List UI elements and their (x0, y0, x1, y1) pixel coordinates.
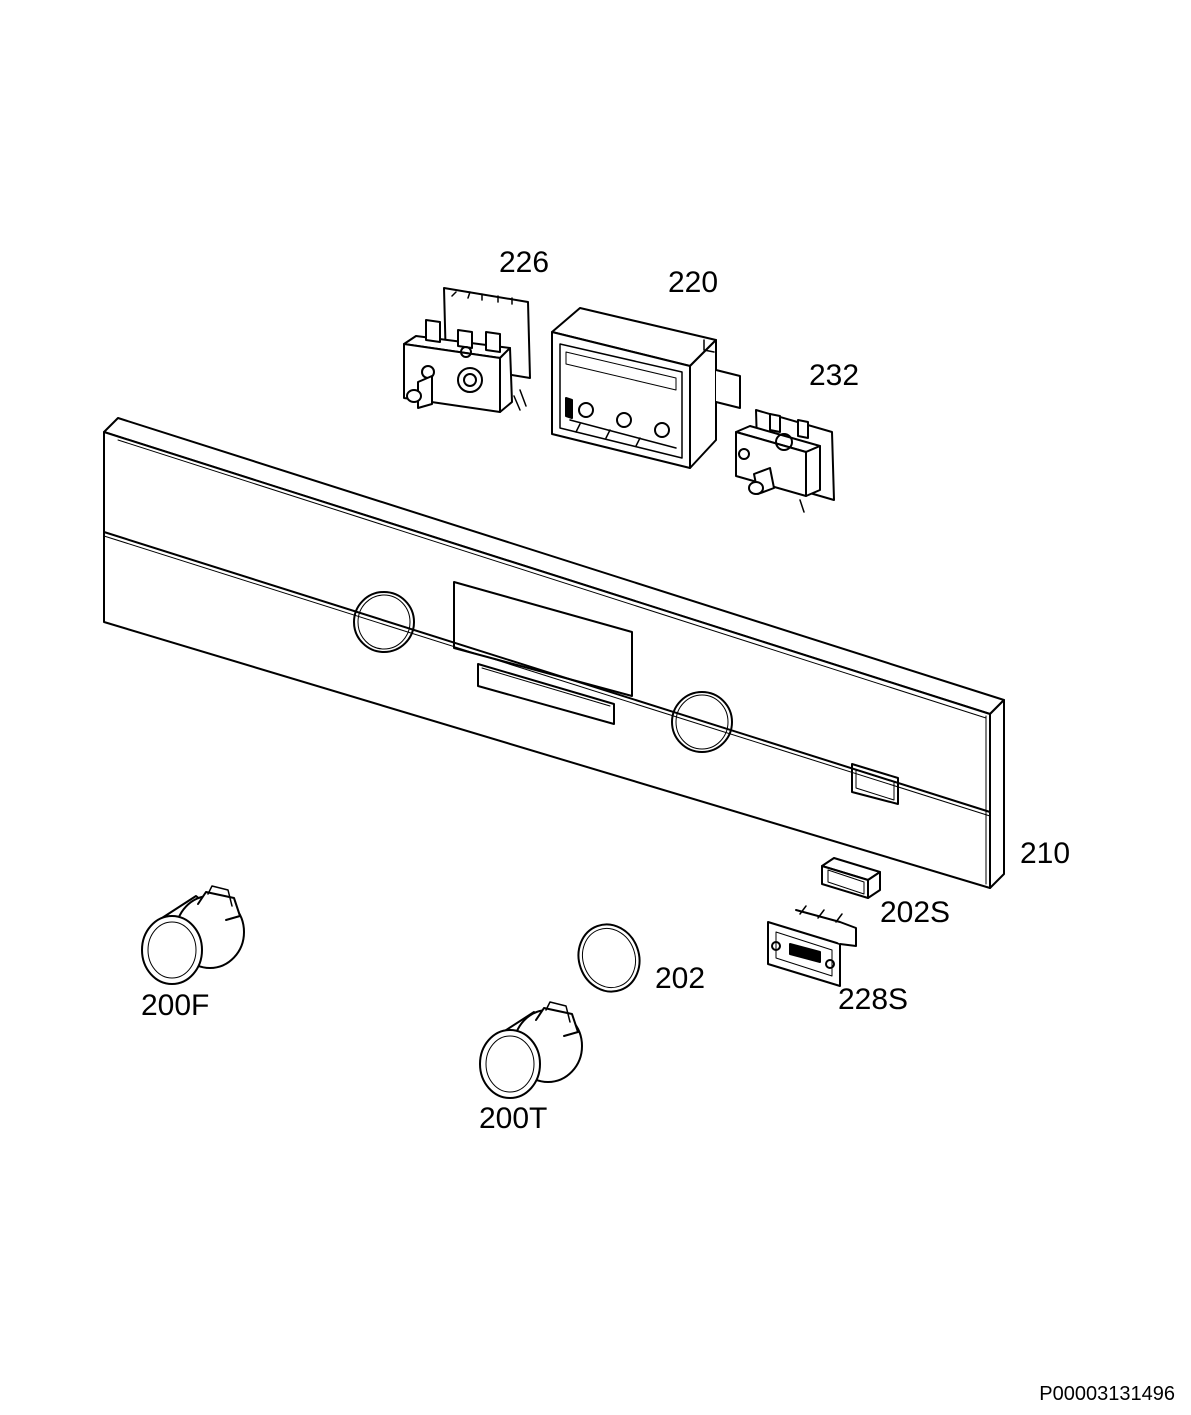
switch-opening (852, 764, 898, 804)
selector-switch-226 (404, 288, 530, 412)
bezel-202S (822, 858, 880, 898)
right-knob-hole (672, 692, 732, 752)
label-200T: 200T (479, 1102, 548, 1135)
knob-200T (480, 1002, 582, 1098)
switch-232 (736, 410, 834, 512)
label-210: 210 (1020, 837, 1071, 870)
push-switch-228S (768, 906, 856, 986)
label-226: 226 (499, 246, 550, 279)
control-panel-210 (104, 418, 1004, 888)
label-232: 232 (809, 359, 860, 392)
knob-200F (142, 886, 244, 984)
left-knob-hole (354, 592, 414, 652)
label-202S: 202S (880, 896, 951, 929)
label-228S: 228S (838, 983, 909, 1016)
label-200F: 200F (141, 989, 210, 1022)
drawing-code: P00003131496 (1039, 1383, 1175, 1405)
timer-display-220 (552, 308, 740, 468)
label-202: 202 (655, 962, 706, 995)
display-slot (478, 664, 614, 724)
ring-202 (569, 916, 649, 1000)
display-window (454, 582, 632, 696)
label-220: 220 (668, 266, 719, 299)
